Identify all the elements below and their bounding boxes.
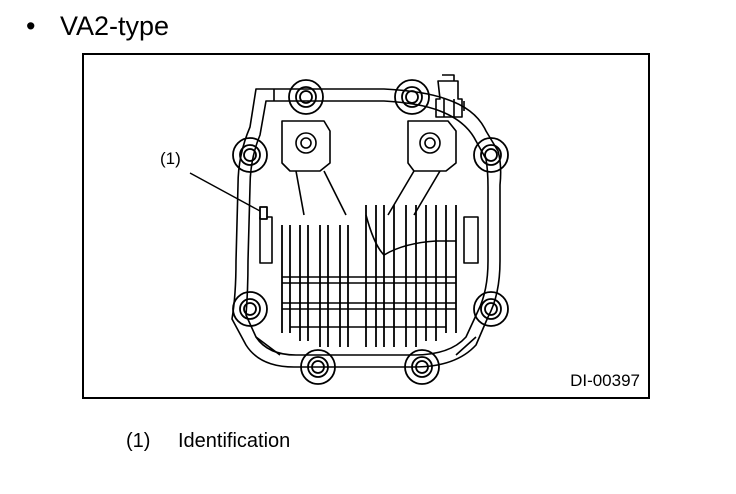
differential-cover-icon [189, 74, 509, 385]
connector [435, 74, 463, 118]
bottom-edge [255, 336, 477, 356]
figure-id: DI-00397 [570, 371, 640, 390]
bullet: • [26, 11, 36, 41]
identification-mark [259, 206, 268, 220]
legend-caption: (1) Identification [126, 430, 290, 453]
caption-number: (1) [126, 430, 151, 452]
top-flange [273, 89, 465, 111]
right-mount-pad [407, 120, 457, 172]
callout-leader [189, 172, 261, 212]
bolt-bosses [232, 79, 509, 385]
left-mount-pad [281, 120, 331, 172]
housing-inner-outline [245, 100, 489, 356]
heading-title: VA2-type [60, 11, 170, 41]
center-curve [365, 214, 456, 256]
diagonal-ribs [295, 170, 441, 216]
callout-label: (1) [160, 149, 181, 168]
section-heading: • VA2-type [26, 8, 169, 44]
figure-frame: (1) DI-00397 [82, 53, 650, 399]
caption-text: Identification [178, 430, 291, 452]
fin-bands [282, 276, 456, 328]
